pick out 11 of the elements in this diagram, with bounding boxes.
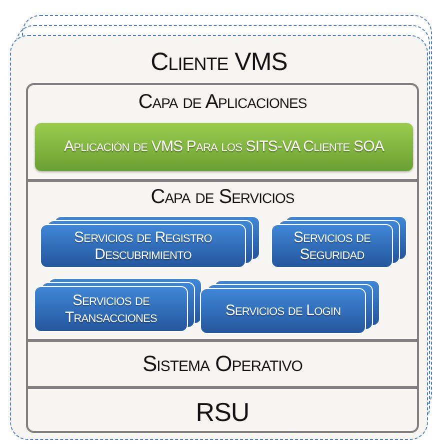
layer-title: Capa de Servicios xyxy=(150,186,296,209)
service-card: Servicios de Transacciones xyxy=(34,286,188,332)
dashed-container xyxy=(10,35,428,440)
container-title: Cliente VMS xyxy=(150,48,288,77)
layer-title: Capa de Aplicaciones xyxy=(137,91,308,114)
application-bar: Aplicación de VMS Para los SITS-VA Cliente SOA xyxy=(35,123,413,171)
layer-title: Sistema Operativo xyxy=(142,351,304,377)
layer-title: RSU xyxy=(194,397,250,428)
service-card: Servicios de Login xyxy=(200,288,366,334)
service-card: Servicios de Registro Descubrimiento xyxy=(40,224,246,268)
service-card: Servicios de Seguridad xyxy=(271,224,393,268)
